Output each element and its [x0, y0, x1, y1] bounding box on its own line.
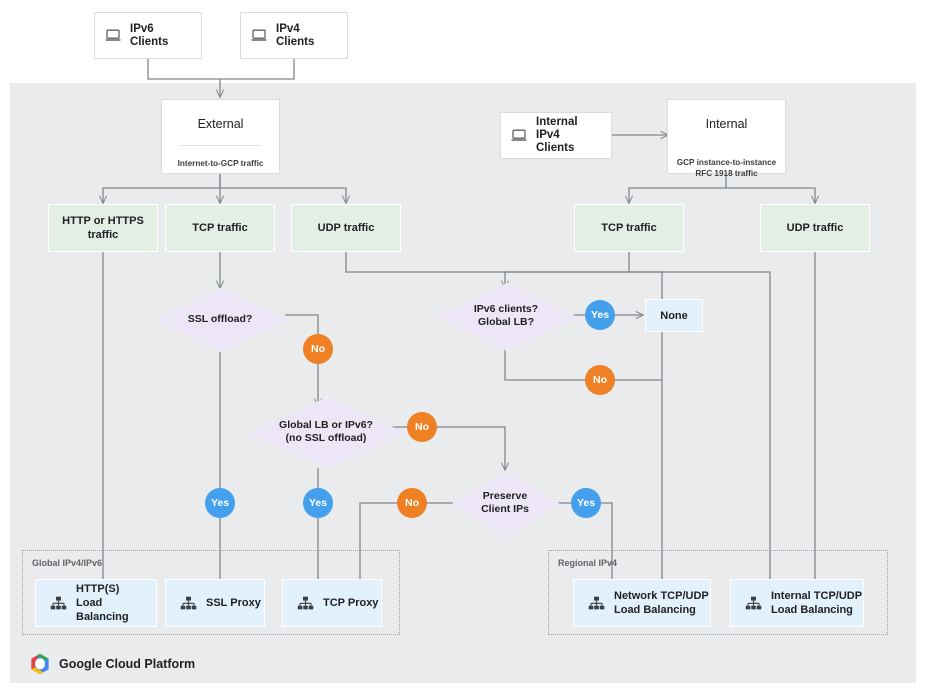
pill-label: No — [405, 497, 419, 509]
traffic-label: HTTP or HTTPS traffic — [62, 215, 144, 241]
pill-yes-preserve-client-ips: Yes — [571, 488, 601, 518]
outcome-label: SSL Proxy — [206, 597, 261, 609]
zone-box-internal: Internal GCP instance-to-instance RFC 19… — [667, 99, 786, 178]
outcome-label: Network TCP/UDP Load Balancing — [614, 590, 709, 616]
client-box-ipv4-clients: IPv4 Clients — [240, 12, 348, 59]
footer-branding: Google Cloud Platform — [30, 653, 195, 675]
client-label: Internal IPv4 Clients — [536, 116, 578, 154]
zone-subtitle: Internet-to-GCP traffic — [177, 159, 264, 168]
outcome-box-https-load-balancing: HTTP(S) Load Balancing — [35, 579, 157, 627]
traffic-box-internal-udp-traffic: UDP traffic — [760, 204, 870, 252]
zone-divider — [179, 145, 262, 146]
load-balancer-icon — [745, 596, 762, 609]
group-frame-global-ipv4-ipv6 — [22, 550, 400, 635]
zone-title: Internal — [705, 117, 748, 131]
traffic-label: TCP traffic — [601, 222, 657, 234]
decision-label: Global LB or IPv6? (no SSL offload) — [279, 419, 373, 444]
traffic-box-internal-tcp-traffic: TCP traffic — [574, 204, 684, 252]
client-box-ipv6-clients: IPv6 Clients — [94, 12, 202, 59]
traffic-label: UDP traffic — [786, 222, 844, 234]
load-balancer-icon — [50, 596, 67, 609]
client-label: IPv6 Clients — [130, 22, 169, 48]
zone-title: External — [197, 117, 244, 131]
traffic-label: TCP traffic — [192, 222, 248, 234]
outcome-box-network-tcp-udp-load-balancing: Network TCP/UDP Load Balancing — [573, 579, 711, 627]
zone-subtitle: GCP instance-to-instance RFC 1918 traffi… — [676, 158, 777, 178]
decision-preserve-client-ips: Preserve Client IPs — [452, 471, 560, 537]
pill-yes-ipv6-clients-global-lb: Yes — [585, 300, 615, 330]
pill-label: No — [311, 343, 325, 355]
decision-label: SSL offload? — [187, 312, 253, 325]
client-label: IPv4 Clients — [276, 22, 315, 48]
group-label-global-ipv4-ipv6: Global IPv4/IPv6 — [32, 558, 103, 568]
pill-label: Yes — [590, 309, 610, 321]
pill-label: No — [593, 374, 607, 386]
outcome-box-internal-tcp-udp-load-balancing: Internal TCP/UDP Load Balancing — [730, 579, 864, 627]
pill-no-ssl-offload: No — [303, 334, 333, 364]
decision-label: IPv6 clients? Global LB? — [473, 303, 539, 328]
google-cloud-platform-logo-icon — [31, 653, 49, 675]
decision-ssl-offload: SSL offload? — [155, 288, 287, 352]
traffic-label: UDP traffic — [317, 222, 375, 234]
footer-label: Google Cloud Platform — [59, 657, 196, 671]
load-balancer-icon — [180, 596, 197, 609]
pill-label: Yes — [576, 497, 596, 509]
pill-label: Yes — [210, 497, 230, 509]
laptop-icon — [251, 29, 267, 41]
group-frame-regional-ipv4 — [548, 550, 888, 635]
decision-label: Preserve Client IPs — [481, 490, 529, 515]
laptop-icon — [105, 29, 121, 41]
outcome-label: HTTP(S) Load Balancing — [76, 583, 129, 623]
decision-ipv6-clients-global-lb: IPv6 clients? Global LB? — [436, 283, 578, 351]
pill-no-ipv6-clients-global-lb: No — [585, 365, 615, 395]
pill-yes-global-lb-or-ipv6: Yes — [303, 488, 333, 518]
outcome-label: None — [660, 309, 688, 322]
group-label-regional-ipv4: Regional IPv4 — [558, 558, 618, 568]
pill-no-preserve-client-ips: No — [397, 488, 427, 518]
load-balancer-icon — [297, 596, 314, 609]
traffic-box-external-udp-traffic: UDP traffic — [291, 204, 401, 252]
outcome-label: Internal TCP/UDP Load Balancing — [771, 590, 863, 616]
pill-label: Yes — [308, 497, 328, 509]
pill-label: No — [415, 421, 429, 433]
outcome-box-ssl-proxy: SSL Proxy — [165, 579, 265, 627]
traffic-box-http-https-traffic: HTTP or HTTPS traffic — [48, 204, 158, 252]
outcome-box-tcp-proxy: TCP Proxy — [282, 579, 382, 627]
client-box-internal-ipv4-clients: Internal IPv4 Clients — [500, 112, 612, 159]
decision-global-lb-or-ipv6: Global LB or IPv6? (no SSL offload) — [248, 397, 406, 469]
pill-no-global-lb-or-ipv6: No — [407, 412, 437, 442]
zone-box-external: External Internet-to-GCP traffic — [161, 99, 280, 174]
outcome-box-none: None — [645, 299, 703, 332]
traffic-box-external-tcp-traffic: TCP traffic — [165, 204, 275, 252]
pill-yes-ssl-offload: Yes — [205, 488, 235, 518]
outcome-label: TCP Proxy — [323, 597, 379, 609]
load-balancer-icon — [588, 596, 605, 609]
laptop-icon — [511, 129, 527, 141]
